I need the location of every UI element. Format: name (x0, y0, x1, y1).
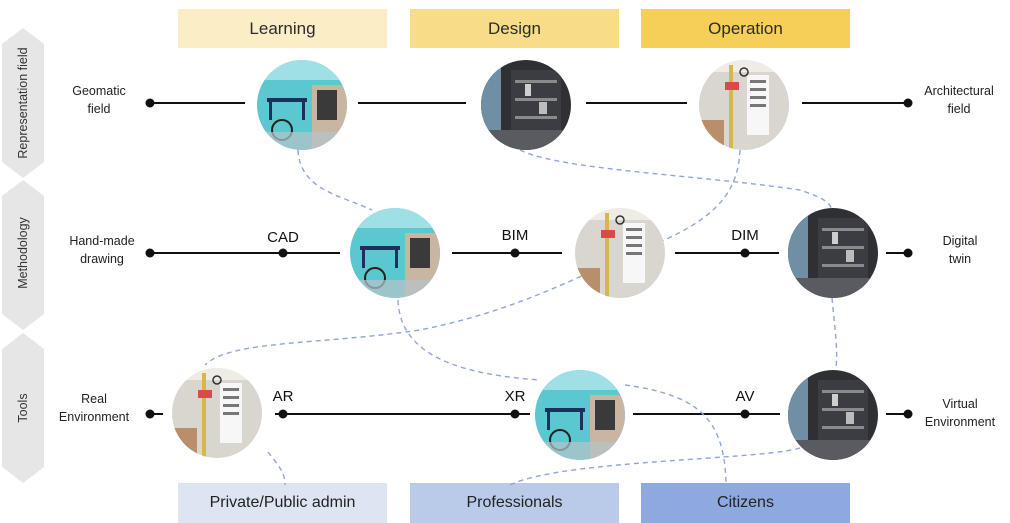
representation-end-dot (903, 98, 913, 108)
connector-av-prof (509, 447, 801, 486)
representation-start-dot (145, 98, 155, 108)
mark-ar-label: AR (272, 388, 294, 405)
dark-shelves-photo-icon (788, 370, 878, 460)
phase-design: Design (410, 9, 619, 48)
tools-start-dot (145, 409, 155, 419)
audience-admin: Private/Public admin (178, 483, 387, 523)
photo-dark-shelves-1 (481, 60, 571, 150)
methodology-right-label: Digital twin (942, 234, 978, 266)
mark-bim-label: BIM (501, 227, 529, 244)
audience-admin-label: Private/Public admin (209, 494, 356, 511)
mark-cad-label: CAD (267, 229, 299, 246)
tools-right-label: Virtual Environment (924, 397, 996, 429)
tools-av-dot (740, 409, 750, 419)
tools-ar-dot (278, 409, 288, 419)
connector-dark-1 (519, 149, 833, 211)
dark-shelves-photo-icon (481, 60, 571, 150)
phase-operation: Operation (641, 9, 850, 48)
side-tab-methodology (2, 180, 44, 330)
methodology-end-dot (903, 248, 913, 258)
dark-shelves-photo-icon (788, 208, 878, 298)
audience-citizens: Citizens (641, 483, 850, 523)
phase-operation-label: Operation (708, 18, 783, 38)
photo-lab-wall-1 (699, 60, 789, 150)
lab-wall-photo-icon (172, 368, 262, 458)
photo-teal-room-3 (535, 370, 625, 460)
methodology-dim-dot (740, 248, 750, 258)
mark-dim-label: DIM (731, 227, 759, 244)
lab-wall-photo-icon (699, 60, 789, 150)
dashed-connectors (204, 149, 838, 486)
tools-xr-dot (510, 409, 520, 419)
mark-av-label: AV (735, 388, 755, 405)
teal-room-photo-icon (350, 208, 440, 298)
mark-xr-label: XR (504, 388, 526, 405)
phase-learning: Learning (178, 9, 387, 48)
audience-professionals-label: Professionals (466, 494, 563, 511)
connector-teal-2 (397, 299, 541, 381)
photo-lab-wall-2 (575, 208, 665, 298)
lab-wall-photo-icon (575, 208, 665, 298)
connector-lab-2 (267, 451, 286, 486)
methodology-left-label: Hand-made drawing (69, 234, 135, 266)
photo-lab-wall-3 (172, 368, 262, 458)
tools-left-label: Real Environment (58, 392, 130, 424)
phase-learning-label: Learning (249, 18, 316, 38)
audience-citizens-label: Citizens (717, 494, 774, 511)
audience-professionals: Professionals (410, 483, 619, 523)
representation-right-label: Architectural field (924, 84, 994, 116)
teal-room-photo-icon (535, 370, 625, 460)
photo-dark-shelves-3 (788, 370, 878, 460)
methodology-cad-dot (278, 248, 288, 258)
phase-design-label: Design (488, 18, 541, 38)
methodology-start-dot (145, 248, 155, 258)
side-tab-tools (2, 333, 44, 483)
connector-dark-2 (831, 297, 838, 369)
photo-dark-shelves-2 (788, 208, 878, 298)
connector-teal-1 (297, 149, 373, 211)
tools-end-dot (903, 409, 913, 419)
photo-teal-room-1 (257, 60, 347, 150)
connector-xr-citizens (624, 384, 727, 486)
teal-room-photo-icon (257, 60, 347, 150)
side-tab-representation (2, 28, 44, 178)
representation-left-label: Geomatic field (72, 84, 126, 116)
photo-teal-room-2 (350, 208, 440, 298)
methodology-bim-dot (510, 248, 520, 258)
